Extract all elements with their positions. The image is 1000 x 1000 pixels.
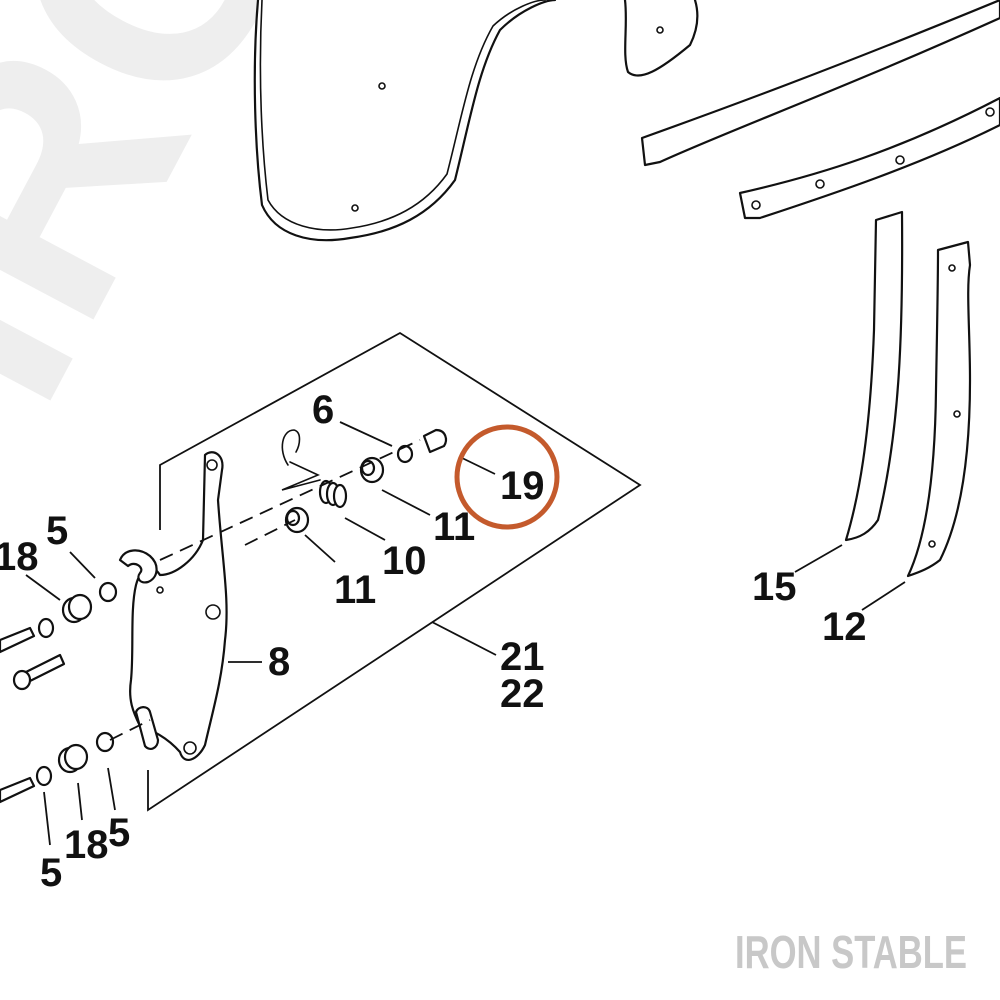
callout-18-top: 18 (0, 535, 39, 579)
kit-boundary (147, 331, 642, 812)
highlight-circle (454, 424, 560, 530)
windshield (253, 0, 699, 242)
callout-5-top: 5 (46, 509, 68, 553)
callout-11-lower: 11 (334, 568, 376, 612)
assembly-centerline-upper (159, 439, 421, 561)
assembly-centerline-lower (244, 519, 296, 546)
callout-21: 21 (500, 635, 545, 679)
callout-11-upper: 11 (433, 505, 475, 549)
bushing-part-11-lower (284, 506, 310, 534)
upper-mount-hardware (0, 581, 118, 691)
callout-15: 15 (752, 565, 797, 609)
callout-22: 22 (500, 672, 545, 716)
spring-part-10 (281, 429, 348, 509)
callout-5-bottom-right: 5 (108, 811, 130, 855)
trim-strip-part-15 (844, 210, 904, 542)
callout-8: 8 (268, 640, 290, 684)
callout-18-bottom: 18 (64, 823, 109, 867)
brand-logo-text: IRON STABLE (735, 926, 967, 978)
callout-19: 19 (500, 464, 545, 508)
callout-6: 6 (312, 388, 334, 432)
callout-5-bottom-left: 5 (40, 851, 62, 895)
callout-12: 12 (822, 605, 867, 649)
bracket-part-8 (118, 451, 228, 761)
acorn-nut-part-19 (422, 428, 447, 454)
callout-10: 10 (382, 539, 427, 583)
mounting-strip-part-12 (906, 240, 972, 578)
leader-lines (25, 421, 906, 846)
lower-mount-hardware (0, 719, 151, 804)
